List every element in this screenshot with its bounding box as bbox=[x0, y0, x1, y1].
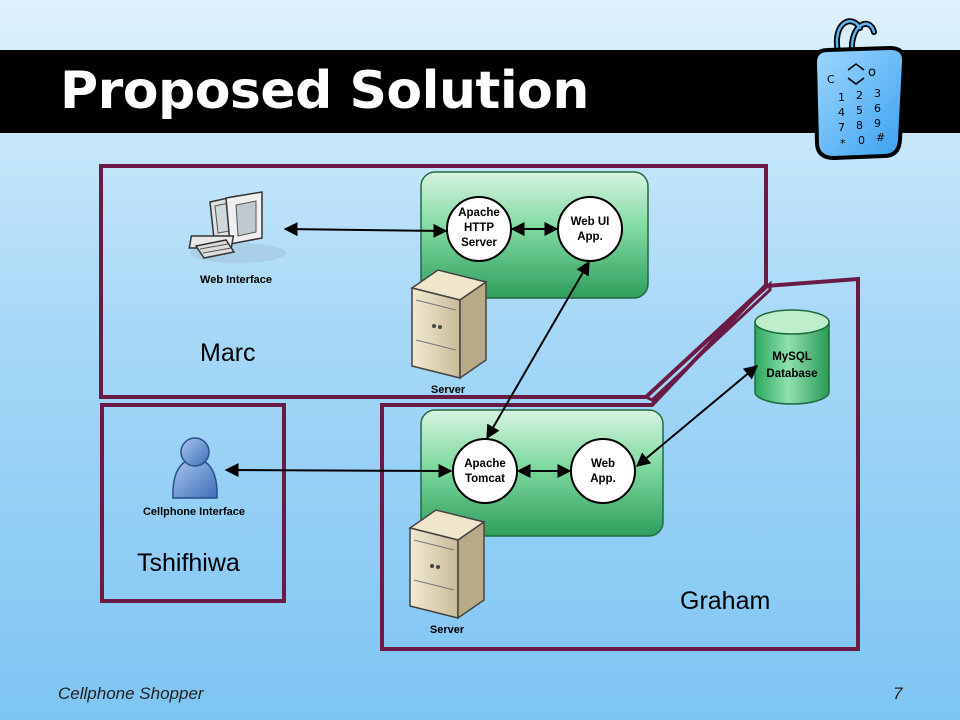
region-label-marc: Marc bbox=[200, 339, 256, 367]
server-tower-icon-top bbox=[410, 269, 488, 380]
arrow-web-interface-to-apache-http bbox=[283, 222, 448, 238]
phone-key-5: 5 bbox=[856, 104, 863, 117]
apache-tomcat-line2: Tomcat bbox=[465, 473, 505, 485]
mysql-label-line1: MySQL bbox=[772, 351, 812, 363]
phone-key-1: 1 bbox=[838, 91, 845, 104]
server-label-bottom: Server bbox=[430, 624, 465, 636]
phone-key-6: 6 bbox=[874, 102, 881, 115]
title-bar bbox=[0, 50, 960, 133]
apache-tomcat-node bbox=[452, 438, 518, 504]
chevron-down-icon bbox=[847, 77, 865, 85]
phone-key-2: 2 bbox=[856, 89, 863, 102]
slide-title: Proposed Solution bbox=[60, 61, 589, 121]
user-person-icon bbox=[172, 437, 218, 499]
phone-key-3: 3 bbox=[874, 87, 881, 100]
arrow-cellphone-to-tomcat bbox=[224, 463, 453, 478]
web-app-line2: App. bbox=[590, 473, 616, 485]
phone-key-star: * bbox=[840, 137, 846, 150]
arrow-web-app-to-mysql bbox=[635, 365, 759, 467]
web-ui-app-line1: Web UI bbox=[571, 216, 610, 228]
phone-key-7: 7 bbox=[838, 121, 845, 134]
server-label-top: Server bbox=[431, 384, 466, 396]
chevron-up-icon bbox=[847, 63, 865, 71]
apache-tomcat-line1: Apache bbox=[464, 458, 506, 470]
server-tower-icon-bottom bbox=[408, 509, 486, 620]
web-app-node bbox=[570, 438, 636, 504]
web-interface-label: Web Interface bbox=[200, 274, 272, 286]
mysql-label-line2: Database bbox=[766, 368, 817, 380]
apache-http-line1: Apache bbox=[458, 207, 500, 219]
phone-key-0: 0 bbox=[858, 134, 865, 147]
web-app-line1: Web bbox=[591, 458, 615, 470]
apache-http-line2: HTTP bbox=[464, 222, 494, 234]
region-label-graham: Graham bbox=[680, 587, 770, 615]
phone-key-hash: # bbox=[876, 131, 885, 144]
page-number: 7 bbox=[893, 684, 903, 703]
cellphone-shopping-bag-logo: C o 1 2 3 4 5 6 7 8 9 * 0 # bbox=[812, 18, 907, 161]
phone-key-4: 4 bbox=[838, 106, 845, 119]
web-ui-app-line2: App. bbox=[577, 231, 603, 243]
desktop-computer-icon bbox=[188, 191, 286, 263]
web-ui-app-node bbox=[557, 196, 623, 262]
region-label-tshifhiwa: Tshifhiwa bbox=[137, 549, 240, 577]
phone-key-c: C bbox=[827, 73, 835, 86]
footer-title: Cellphone Shopper bbox=[58, 684, 204, 703]
apache-http-line3: Server bbox=[461, 237, 497, 249]
arrow-web-ui-to-tomcat bbox=[486, 260, 590, 440]
region-tshifhiwa-border bbox=[100, 403, 286, 603]
cellphone-interface-label: Cellphone Interface bbox=[143, 506, 245, 518]
phone-key-8: 8 bbox=[856, 119, 863, 132]
phone-key-o: o bbox=[868, 65, 876, 80]
phone-key-9: 9 bbox=[874, 117, 881, 130]
